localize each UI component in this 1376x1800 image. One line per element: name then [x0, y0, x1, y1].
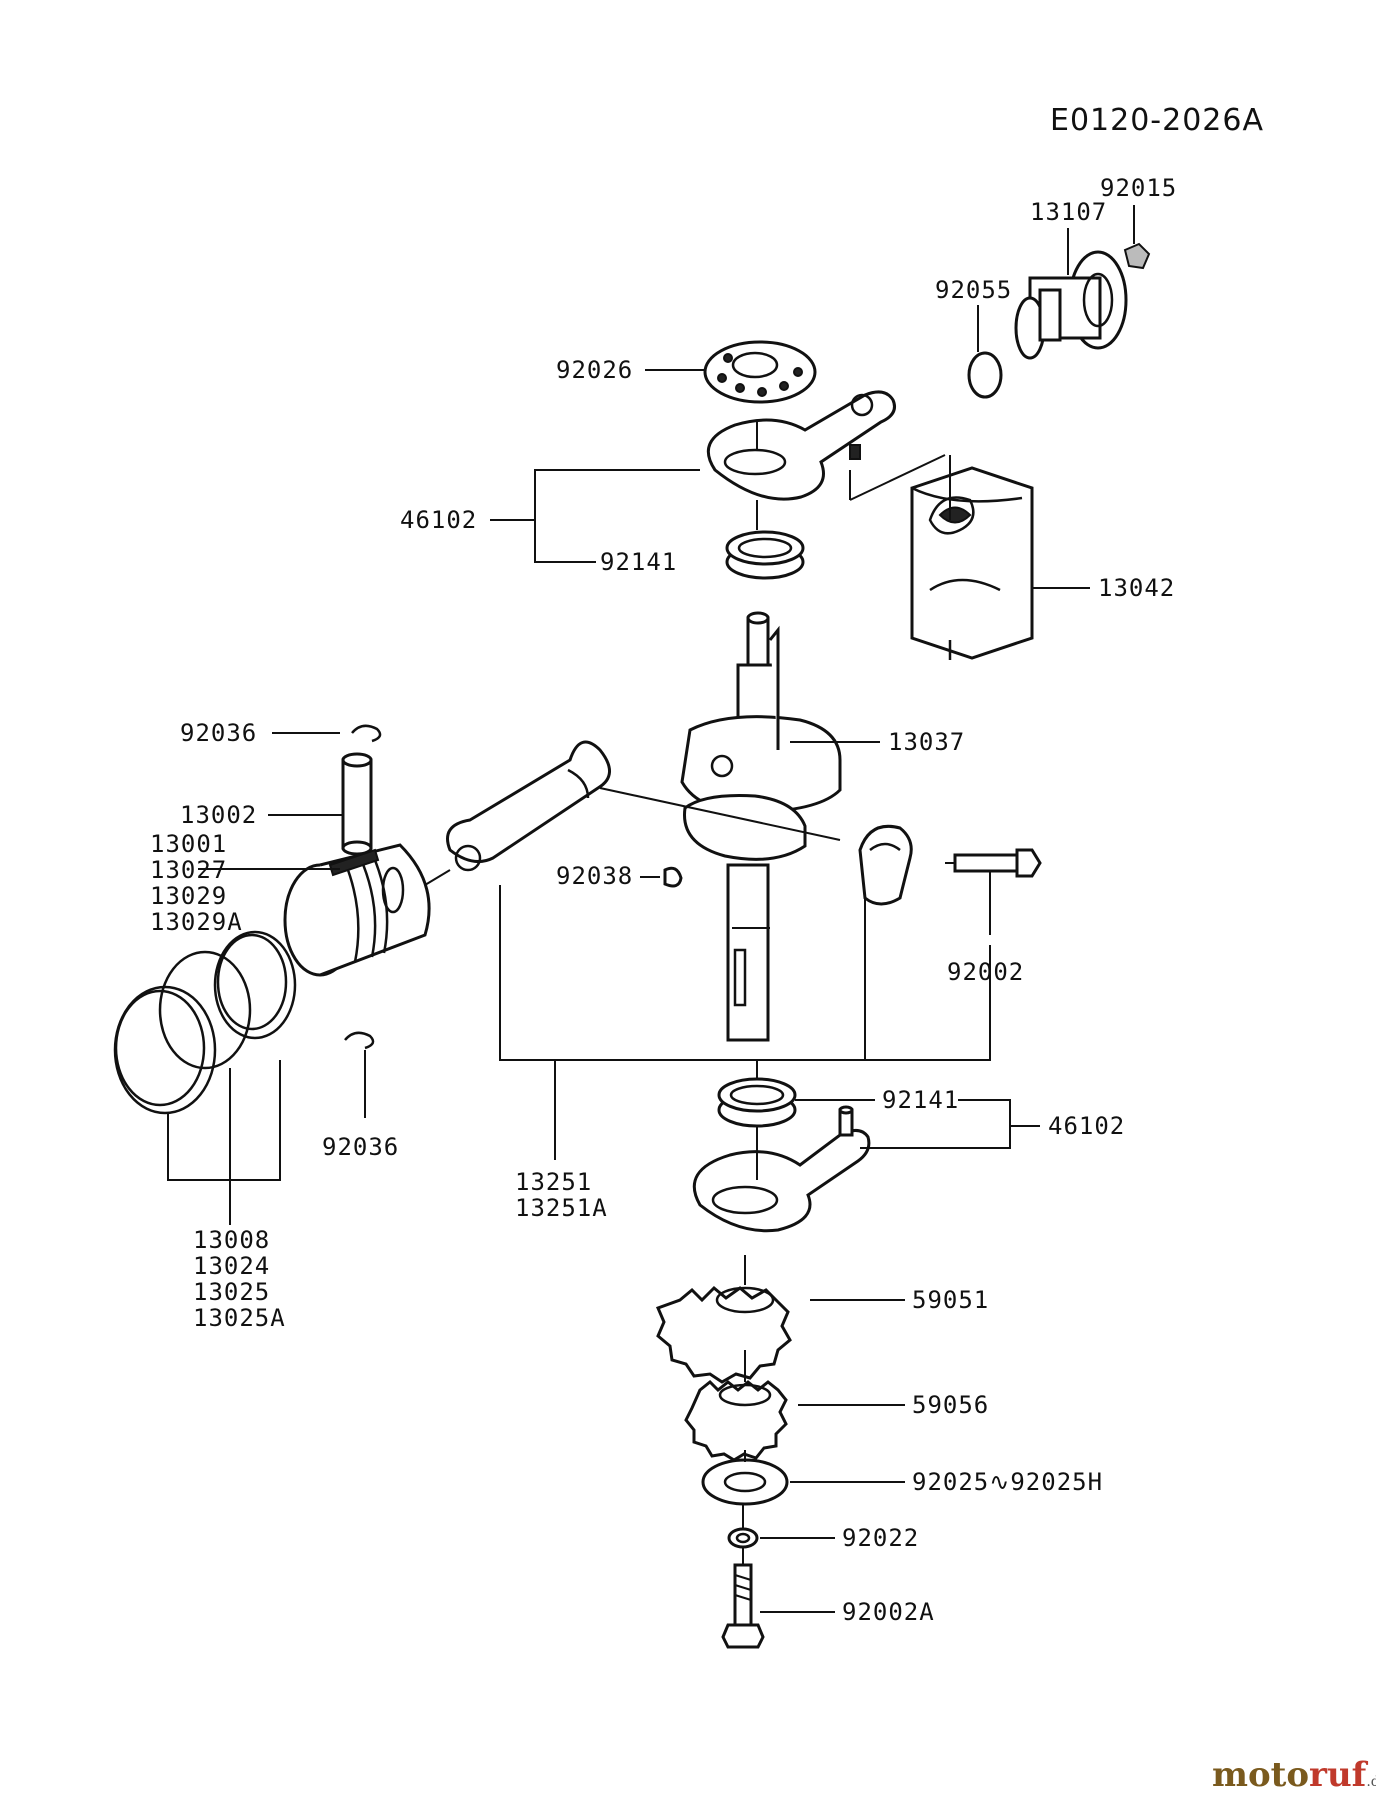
- label-13251: 13251: [515, 1168, 592, 1196]
- rod-cap: [858, 824, 913, 906]
- label-92002: 92002: [947, 958, 1024, 986]
- label-92038: 92038: [556, 862, 633, 890]
- washer-92025: [701, 1458, 789, 1506]
- label-92036-top: 92036: [180, 719, 257, 747]
- label-46102-bottom: 46102: [1048, 1112, 1125, 1140]
- key-92015: [1123, 242, 1151, 270]
- label-13025: 13025: [193, 1278, 270, 1306]
- piston-13001: [283, 843, 431, 977]
- bearing-92026: [703, 340, 817, 404]
- connecting-rod-46102-bottom: [692, 1105, 871, 1233]
- key-92038: [663, 866, 683, 888]
- connecting-rod-upper: [706, 390, 896, 501]
- label-92036-bottom: 92036: [322, 1133, 399, 1161]
- label-92015: 92015: [1100, 174, 1177, 202]
- label-92055: 92055: [935, 276, 1012, 304]
- diagram-code: E0120-2026A: [1050, 103, 1264, 138]
- watermark-moto: moto: [1212, 1755, 1309, 1795]
- watermark-de: .de: [1366, 1774, 1376, 1790]
- camshaft-13107: [1014, 205, 1135, 360]
- bearing-ring-92141-bottom: [717, 1077, 797, 1128]
- connecting-rod-lower: [446, 740, 611, 872]
- bolt-92002: [945, 848, 1042, 878]
- washer-92022: [727, 1527, 759, 1549]
- label-13029A: 13029A: [150, 908, 243, 936]
- balancer-13042: [910, 466, 1034, 660]
- piston-pin-13002: [341, 752, 373, 856]
- label-13027: 13027: [150, 856, 227, 884]
- label-13002: 13002: [180, 801, 257, 829]
- label-92025-range: 92025∿92025H: [912, 1468, 1103, 1496]
- piston-rings: [113, 930, 297, 1115]
- label-13029: 13029: [150, 882, 227, 910]
- label-13025A: 13025A: [193, 1304, 286, 1332]
- label-13024: 13024: [193, 1252, 270, 1280]
- crankshaft-13037: [680, 611, 842, 1042]
- label-13037: 13037: [888, 728, 965, 756]
- clip-92036-bottom: [344, 1031, 375, 1050]
- label-13251A: 13251A: [515, 1194, 608, 1222]
- label-13107: 13107: [1030, 198, 1107, 226]
- label-13001: 13001: [150, 830, 227, 858]
- label-13042: 13042: [1098, 574, 1175, 602]
- bolt-92002A: [721, 1563, 765, 1649]
- label-59056: 59056: [912, 1391, 989, 1419]
- label-59051: 59051: [912, 1286, 989, 1314]
- watermark-logo: motoruf.de: [1212, 1755, 1376, 1795]
- gear-59056: [684, 1379, 788, 1462]
- label-92026: 92026: [556, 356, 633, 384]
- label-13008: 13008: [193, 1226, 270, 1254]
- watermark-ruf: ruf: [1309, 1755, 1369, 1795]
- svg-text:motoruf.de: motoruf.de: [1212, 1755, 1376, 1795]
- label-92141-top: 92141: [600, 548, 677, 576]
- label-92022: 92022: [842, 1524, 919, 1552]
- label-46102-top: 46102: [400, 506, 477, 534]
- label-92002A: 92002A: [842, 1598, 935, 1626]
- plug-92055: [967, 305, 1003, 399]
- bearing-ring-92141-top: [725, 530, 805, 580]
- label-92141-bottom: 92141: [882, 1086, 959, 1114]
- clip-92036-top: [351, 724, 382, 743]
- gear-59051: [655, 1285, 792, 1384]
